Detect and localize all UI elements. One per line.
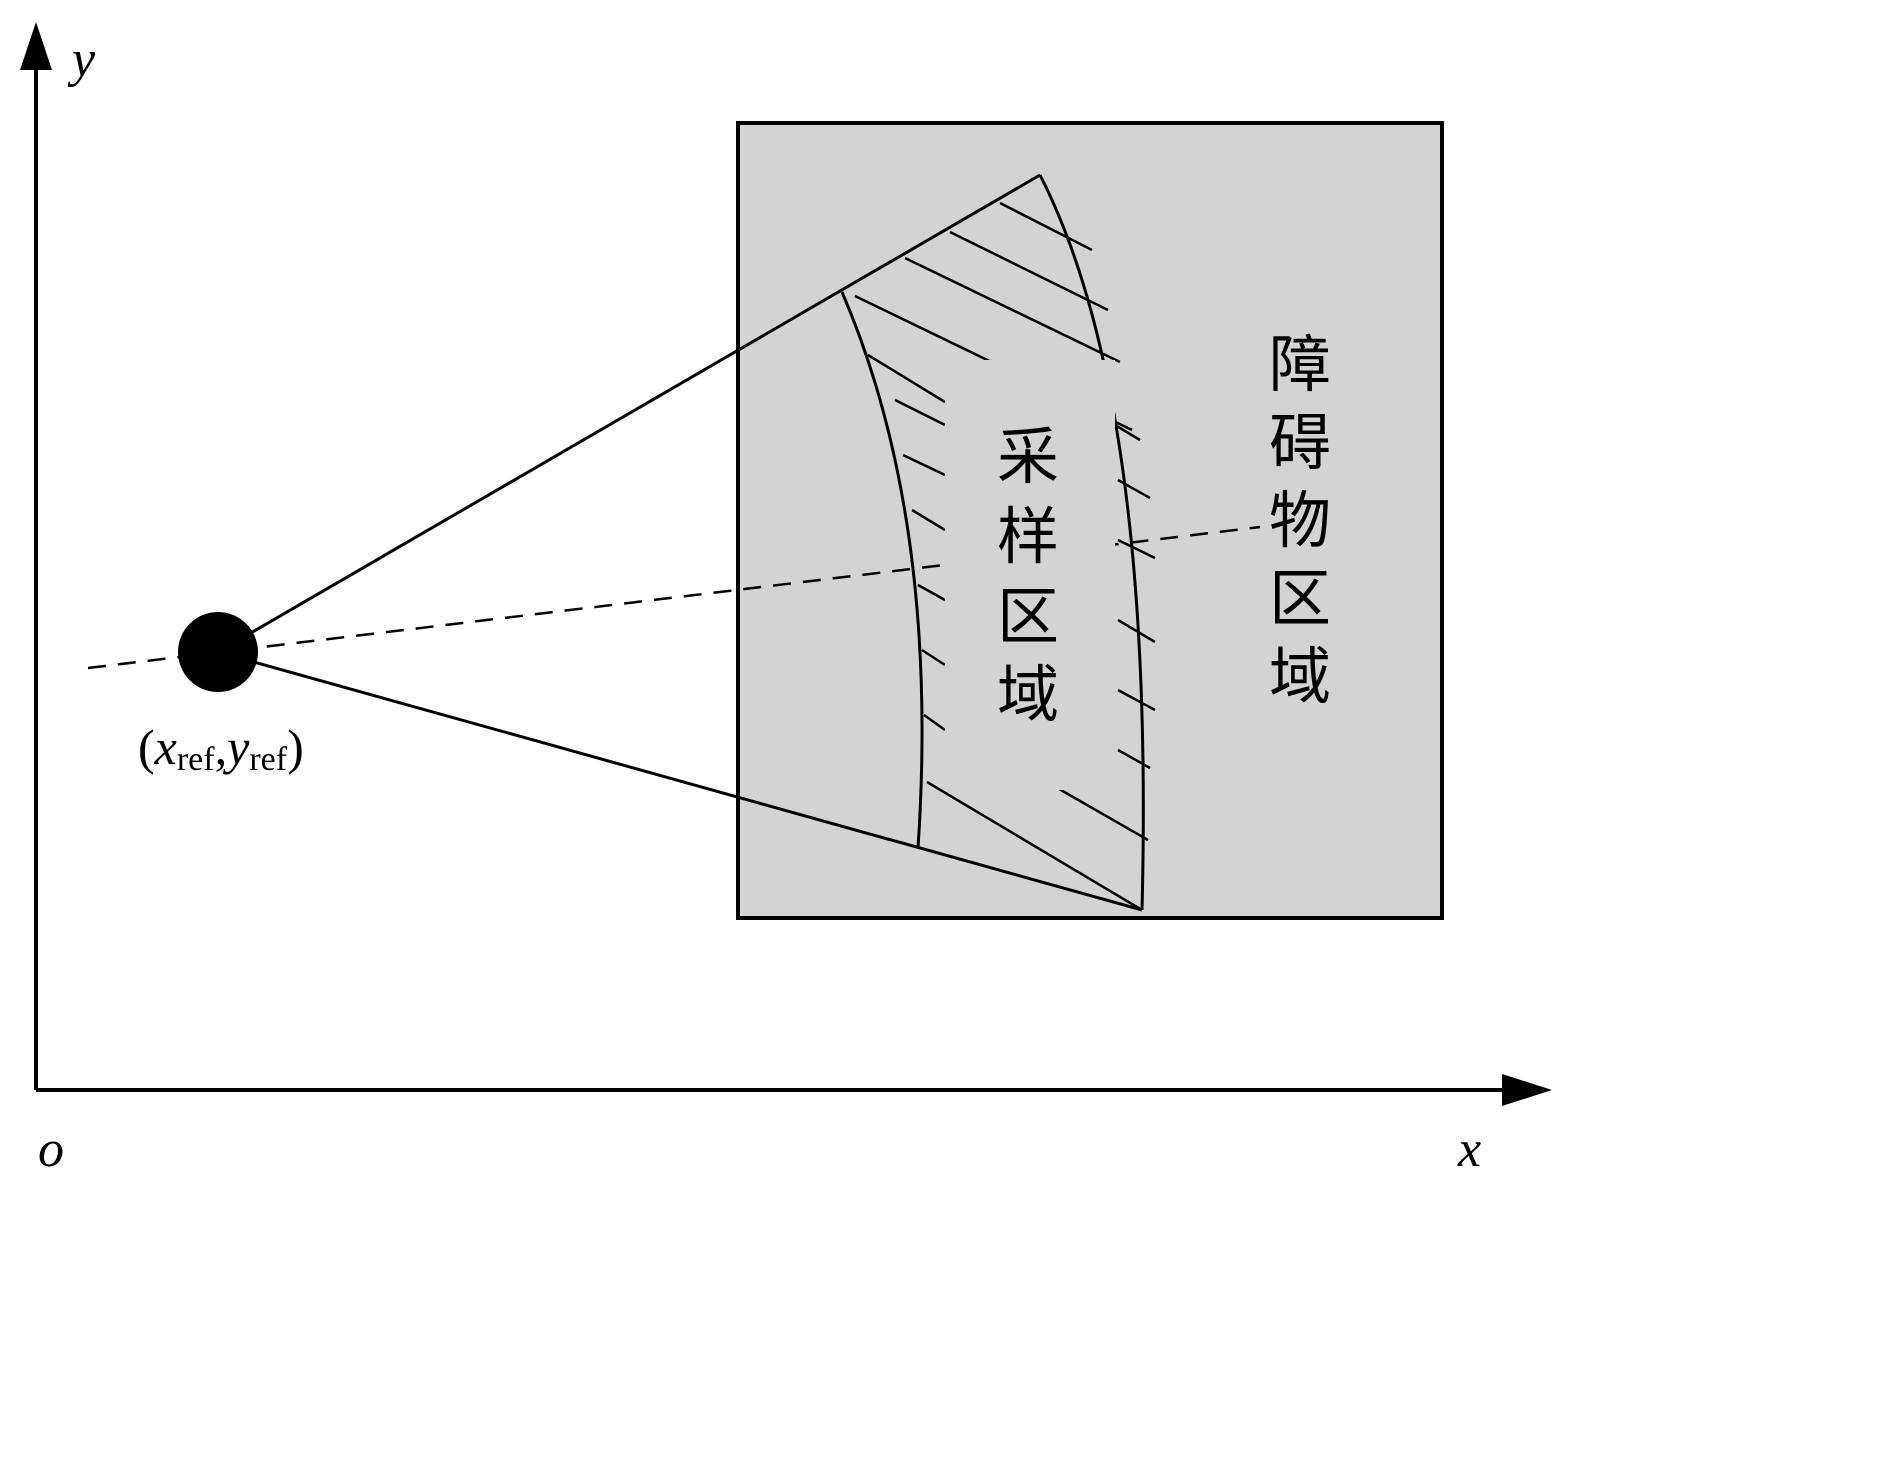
sampling-char-4: 域 (997, 658, 1059, 731)
center-dashed-ray (87, 525, 1261, 670)
sampling-sector (840, 174, 1145, 911)
sampling-char-1: 采 (997, 420, 1059, 493)
obstacle-char-3: 物 (1269, 484, 1331, 557)
sampling-region-label: 采 样 区 域 (945, 360, 1115, 790)
reference-point (178, 612, 258, 692)
x-axis-label: x (1457, 1121, 1481, 1178)
reference-point-label: (xref,yref) (138, 719, 304, 778)
sampling-char-2: 样 (997, 500, 1059, 573)
origin-label: o (38, 1121, 64, 1178)
lower-ray (217, 650, 1143, 912)
upper-ray (217, 173, 1041, 654)
obstacle-char-1: 障 (1269, 328, 1331, 401)
obstacle-char-4: 区 (1269, 562, 1331, 635)
obstacle-char-2: 碍 (1269, 406, 1331, 479)
y-axis-label: y (67, 31, 96, 88)
y-axis-arrow (20, 22, 52, 70)
diagram-canvas: y x o (xref,yref) (20, 22, 1552, 1178)
obstacle-char-5: 域 (1269, 640, 1331, 713)
sampling-char-3: 区 (997, 580, 1059, 653)
sector-outer-arc (1038, 174, 1145, 911)
diagram-svg: y x o (xref,yref) (20, 22, 1552, 1178)
view-rays (87, 173, 1261, 912)
sector-inner-arc (840, 291, 924, 849)
coordinate-axes (20, 22, 1552, 1106)
x-axis-arrow (1502, 1074, 1552, 1106)
obstacle-region-label: 障 碍 物 区 域 (1269, 328, 1331, 713)
sampling-label-backdrop (945, 360, 1115, 790)
